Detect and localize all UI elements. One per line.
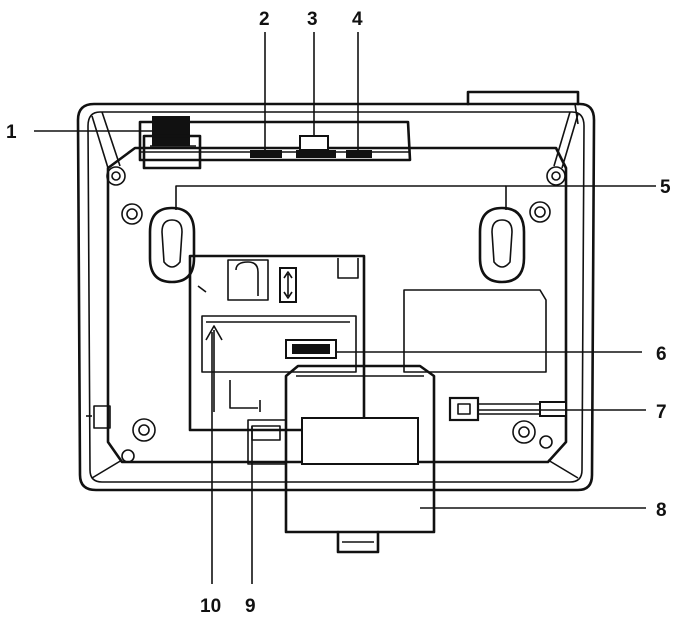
base-body	[76, 90, 596, 492]
callout-9: 9	[245, 596, 256, 617]
callout-2: 2	[259, 9, 270, 30]
callout-1: 1	[6, 122, 17, 143]
screw-holes	[106, 166, 566, 463]
battery-cover	[284, 364, 436, 554]
leader-lines	[34, 32, 656, 584]
callout-6: 6	[656, 344, 667, 365]
callout-5: 5	[660, 177, 671, 198]
switch-group	[250, 135, 372, 158]
callout-3: 3	[307, 9, 318, 30]
leader-5	[505, 185, 656, 210]
callout-10: 10	[200, 596, 221, 617]
callout-4: 4	[352, 9, 363, 30]
side-switch	[448, 396, 567, 422]
handset-jack	[142, 116, 202, 170]
callout-7: 7	[656, 402, 667, 423]
callout-labels: 1 2 3 4 5 6 7 8 9 10	[6, 9, 671, 617]
left-side-notch	[86, 405, 111, 429]
callout-8: 8	[656, 500, 667, 521]
label-area	[403, 289, 547, 373]
wall-mount-keyholes	[148, 206, 526, 284]
